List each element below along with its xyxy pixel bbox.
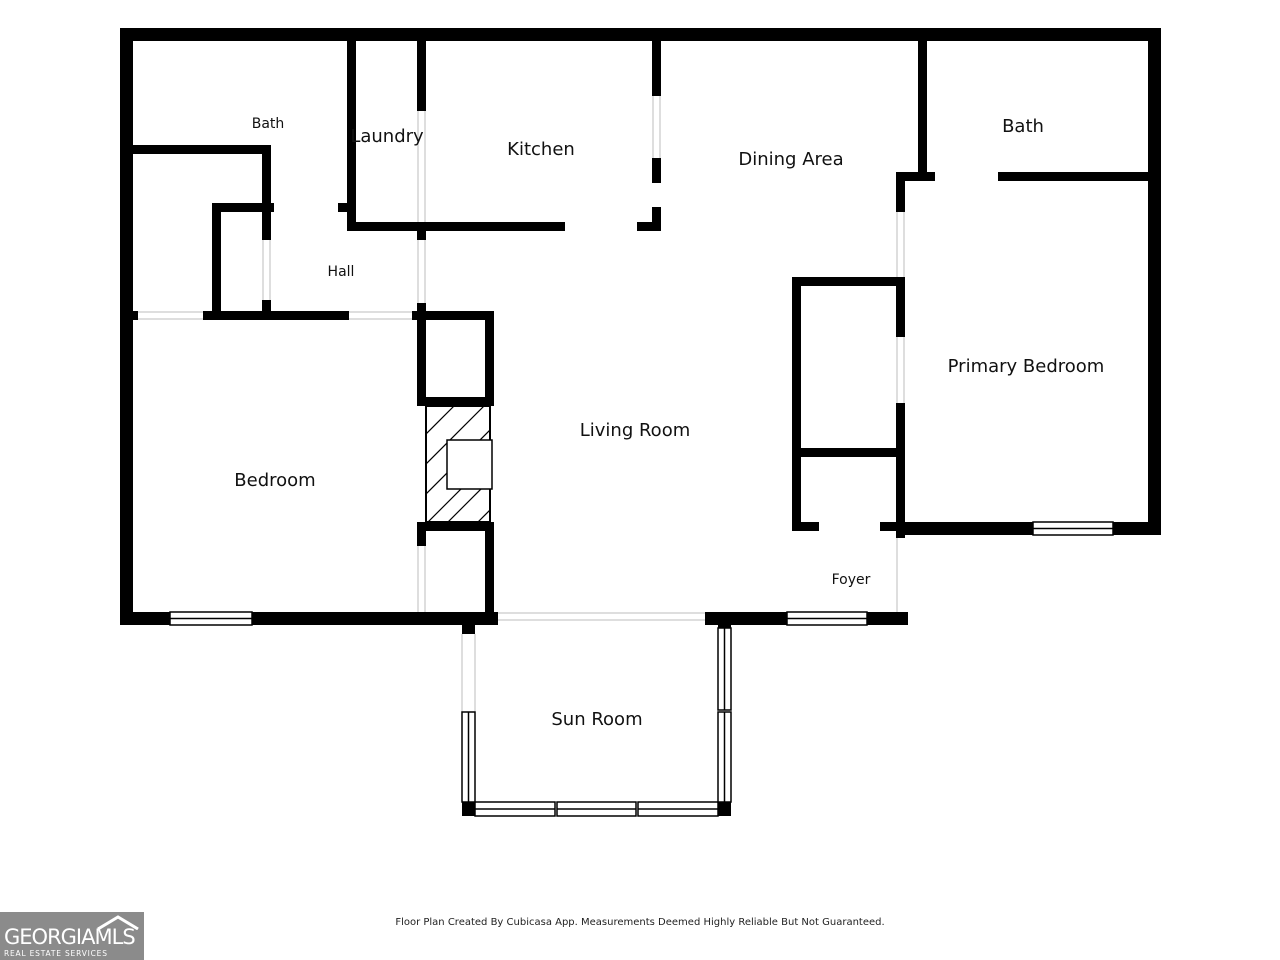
room-labels: Bath Laundry Kitchen Dining Area Bath Ha… — [234, 116, 1104, 730]
room-label-laundry: Laundry — [350, 126, 424, 147]
logo-wordmark: GEORGIAMLS — [4, 925, 136, 949]
room-label-bath-left: Bath — [252, 116, 285, 132]
room-label-sun-room: Sun Room — [551, 709, 642, 730]
openings — [138, 96, 905, 712]
room-label-primary-bedroom: Primary Bedroom — [948, 356, 1105, 377]
windows — [169, 521, 1114, 817]
room-label-hall: Hall — [328, 264, 355, 280]
room-label-bedroom: Bedroom — [234, 470, 315, 491]
fireplace — [425, 405, 493, 523]
room-label-foyer: Foyer — [832, 572, 871, 588]
room-label-kitchen: Kitchen — [507, 139, 575, 160]
room-label-dining-area: Dining Area — [738, 149, 843, 170]
disclaimer-note: Floor Plan Created By Cubicasa App. Meas… — [395, 917, 885, 928]
room-label-bath-right: Bath — [1002, 116, 1044, 137]
walls — [120, 28, 1161, 816]
room-label-living-room: Living Room — [580, 420, 691, 441]
georgia-mls-logo: GEORGIAMLS REAL ESTATE SERVICES — [0, 912, 144, 960]
logo-tagline: REAL ESTATE SERVICES — [4, 949, 108, 958]
roof-icon — [97, 915, 139, 930]
